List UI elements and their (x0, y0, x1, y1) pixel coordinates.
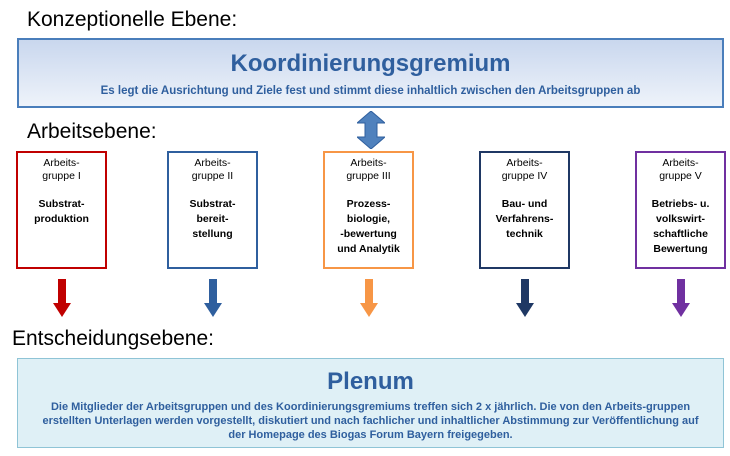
coordination-subtitle: Es legt die Ausrichtung und Ziele fest u… (100, 85, 641, 97)
coordination-title: Koordinierungsgremium (230, 50, 511, 77)
working-group-box-3: Arbeits-gruppe III Prozess-biologie,-bewe… (323, 151, 414, 269)
working-group-box-5: Arbeits-gruppe V Betriebs- u.volkswirt-sc… (635, 151, 726, 269)
working-group-header: Arbeits-gruppe II (191, 157, 234, 182)
level-label-work: Arbeitsebene: (27, 120, 157, 143)
down-arrow-icon (203, 279, 222, 317)
down-arrow-icon (359, 279, 378, 317)
working-group-topic: Substrat-bereit-stellung (189, 198, 236, 240)
level-label-conceptual: Konzeptionelle Ebene: (27, 8, 238, 31)
working-group-header: Arbeits-gruppe IV (501, 157, 548, 182)
working-group-header: Arbeits-gruppe III (346, 157, 391, 182)
working-group-box-1: Arbeits-gruppe I Substrat-produktion (16, 151, 107, 269)
working-group-header: Arbeits-gruppe V (659, 157, 702, 182)
working-group-header: Arbeits-gruppe I (42, 157, 81, 182)
down-arrow-icon (671, 279, 690, 317)
down-arrow-icon (515, 279, 534, 317)
double-arrow-icon (357, 111, 385, 149)
plenum-box: Plenum Die Mitglieder der Arbeitsgruppen… (17, 358, 724, 448)
coordination-committee-box: Koordinierungsgremium Es legt die Ausric… (17, 38, 724, 108)
plenum-title: Plenum (327, 368, 414, 395)
plenum-description: Die Mitglieder der Arbeitsgruppen und de… (42, 401, 699, 441)
working-group-box-2: Arbeits-gruppe II Substrat-bereit-stellun… (167, 151, 258, 269)
down-arrow-icon (52, 279, 71, 317)
working-group-topic: Substrat-produktion (34, 198, 89, 225)
level-label-decision: Entscheidungsebene: (12, 327, 214, 350)
